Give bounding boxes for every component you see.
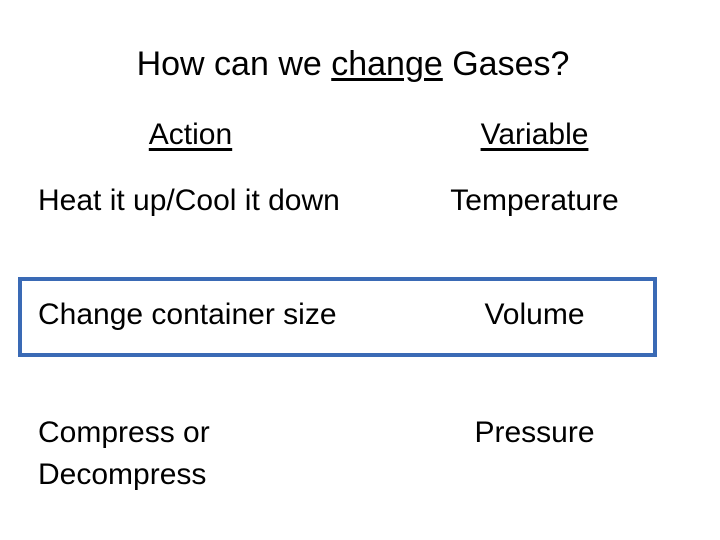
cell-action-1: Heat it up/Cool it down: [38, 184, 340, 217]
highlight-rectangle: [18, 277, 657, 357]
table-row: Heat it up/Cool it down Temperature: [18, 180, 657, 222]
column-header-variable-cell: Variable: [418, 114, 657, 156]
cell-variable-1: Temperature: [450, 184, 619, 217]
cell-variable-3: Pressure: [474, 416, 595, 449]
column-header-variable: Variable: [480, 118, 589, 151]
table-row: Compress or Decompress Pressure: [18, 412, 657, 496]
cell-variable-2: Volume: [484, 298, 585, 331]
column-header-action-cell: Action: [18, 114, 418, 156]
column-header-action: Action: [148, 118, 233, 151]
cell-action-3-line-2: Decompress: [38, 458, 207, 491]
title-part-2: Gases?: [442, 45, 570, 83]
cell-action-3-line-1: Compress or: [38, 416, 210, 449]
cell-action-3: Compress or Decompress: [18, 412, 418, 496]
title-part-1: How can we: [136, 45, 332, 83]
title-emphasis-change: change: [331, 45, 443, 83]
page-title: How can we change Gases?: [0, 44, 706, 84]
table-row: Change container size Volume: [18, 294, 657, 336]
cell-action-2: Change container size: [38, 298, 337, 331]
table-header-row: Action Variable: [18, 114, 657, 156]
